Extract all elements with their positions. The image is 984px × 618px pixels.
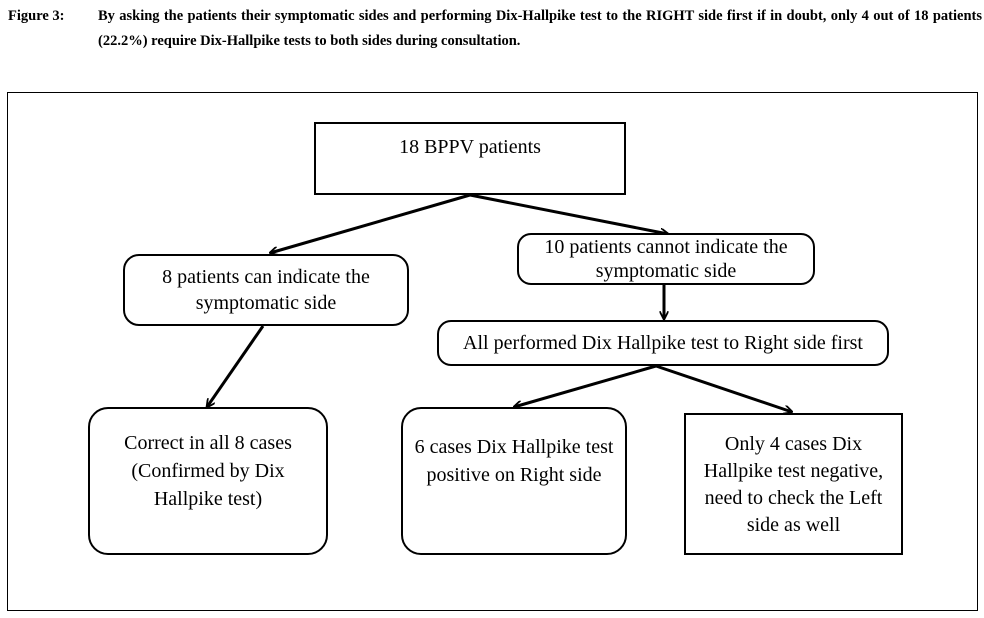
node-8-can-indicate: 8 patients can indicate the symptomatic … <box>123 254 409 326</box>
node-8-can-indicate-label: 8 patients can indicate the symptomatic … <box>162 266 370 314</box>
arrow-root-to-cannot-indicate <box>469 193 668 234</box>
node-right-side-first: All performed Dix Hallpike test to Right… <box>437 320 889 366</box>
arrow-right-first-to-negative <box>655 364 792 412</box>
node-10-cannot-indicate: 10 patients cannot indicate the symptoma… <box>517 233 815 285</box>
node-4-negative-check-left: Only 4 cases Dix Hallpike test negative,… <box>684 413 903 555</box>
node-4-negative-check-left-label: Only 4 cases Dix Hallpike test negative,… <box>703 433 884 536</box>
diagram-frame <box>7 92 978 611</box>
arrow-can-indicate-to-correct <box>207 325 265 407</box>
node-18-bppv-patients-label: 18 BPPV patients <box>399 136 541 158</box>
node-right-side-first-label: All performed Dix Hallpike test to Right… <box>463 332 863 354</box>
figure-caption-text: By asking the patients their symptomatic… <box>98 8 982 49</box>
figure-label: Figure 3: <box>8 8 65 24</box>
node-correct-all-8: Correct in all 8 cases (Confirmed by Dix… <box>88 407 328 555</box>
node-6-positive-right: 6 cases Dix Hallpike test positive on Ri… <box>401 407 627 555</box>
node-6-positive-right-label: 6 cases Dix Hallpike test positive on Ri… <box>414 436 614 486</box>
node-10-cannot-indicate-label: 10 patients cannot indicate the symptoma… <box>544 236 788 282</box>
arrow-right-first-to-positive <box>514 364 657 407</box>
arrow-root-to-can-indicate <box>270 193 471 253</box>
node-correct-all-8-label: Correct in all 8 cases (Confirmed by Dix… <box>124 432 292 510</box>
node-18-bppv-patients: 18 BPPV patients <box>314 122 626 195</box>
